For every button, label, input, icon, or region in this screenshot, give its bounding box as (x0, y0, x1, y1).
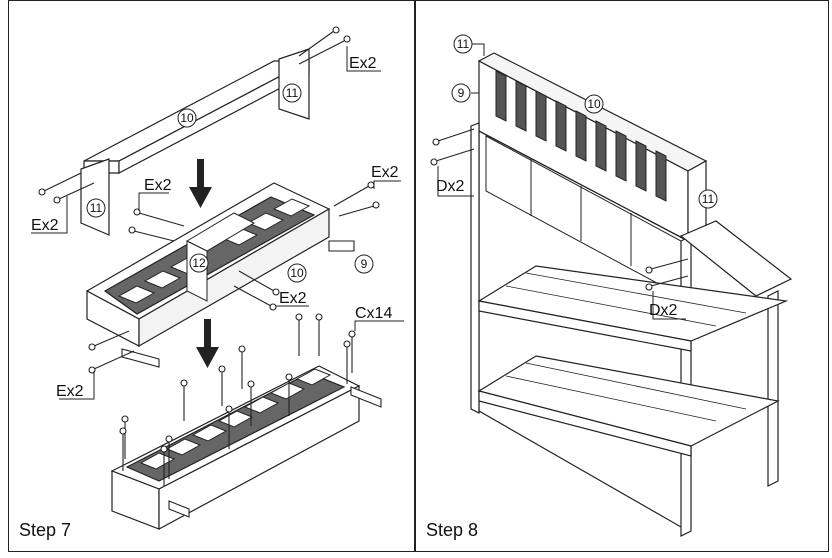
back-slats (495, 70, 667, 202)
screw-label-right-step8: Dx2 (649, 302, 678, 319)
part-circle-12 (189, 253, 209, 273)
part-number-top-marker: 11 (457, 37, 470, 51)
part-number-rail-step8: 9 (458, 86, 465, 100)
part-circle-10-step8 (584, 94, 604, 114)
screws-step8 (430, 128, 689, 291)
bottom-rails (168, 386, 382, 518)
side-board-left (80, 158, 110, 236)
arrows (189, 159, 219, 368)
bench-shelves (477, 265, 789, 457)
shelf-slat-lines (505, 272, 747, 422)
screw-label-mid-lower: Ex2 (279, 290, 307, 307)
screws-middle (88, 181, 380, 374)
bottom-frame (110, 365, 361, 531)
bottom-slats (139, 368, 332, 470)
slats (117, 198, 311, 304)
part-number-side-board: 11 (286, 86, 299, 100)
part-circle-9-step8 (451, 83, 471, 103)
part-number-side-board-left: 11 (90, 201, 103, 215)
screw-label-left-step8: Dx2 (436, 178, 465, 195)
step-8-label: Step 8 (426, 520, 479, 540)
label-leaders (31, 46, 404, 400)
screw-label-bottom-right: Cx14 (355, 305, 392, 322)
part-number-rail: 9 (361, 257, 368, 271)
screw-label-top-right: Ex2 (349, 55, 377, 72)
screws-vertical (119, 313, 356, 486)
top-board (83, 60, 310, 162)
part-number-panel: 10 (587, 97, 601, 111)
part-circle-11-top (453, 34, 473, 54)
part-circle-10-top (177, 108, 197, 128)
step-7-label: Step 7 (19, 520, 72, 540)
bench-top (679, 220, 793, 297)
screw-label-bottom-left: Ex2 (56, 383, 84, 400)
step8-part-circles (451, 34, 718, 209)
step8-leaders (437, 43, 686, 320)
screw-label-top-left: Ex2 (31, 217, 59, 234)
part-number-side: 11 (702, 192, 715, 206)
step-8-panel: 11 9 10 11 Dx2 Dx2 Step 8 (415, 0, 829, 552)
part-number-top-board: 10 (180, 111, 194, 125)
rails (121, 240, 355, 368)
screws-top (38, 26, 351, 204)
part-circles (86, 83, 374, 283)
part-circle-11-right (282, 83, 302, 103)
part-number-slat-piece: 12 (192, 256, 206, 270)
step-8-diagram: 11 9 10 11 Dx2 Dx2 (430, 34, 793, 537)
part-circle-10-mid (287, 263, 307, 283)
step-7-diagram: 10 11 11 12 10 9 Ex2 Ex2 Ex2 Ex2 Ex2 Ex2… (31, 26, 404, 531)
step-7-panel: 10 11 11 12 10 9 Ex2 Ex2 Ex2 Ex2 Ex2 Ex2… (8, 0, 415, 552)
screw-label-mid-left: Ex2 (144, 177, 172, 194)
screw-label-mid-right: Ex2 (371, 164, 399, 181)
part-circle-11-left (86, 198, 106, 218)
part-circle-9 (354, 254, 374, 274)
part-circle-11-side (698, 189, 718, 209)
part-number-shelf-board: 10 (290, 266, 304, 280)
